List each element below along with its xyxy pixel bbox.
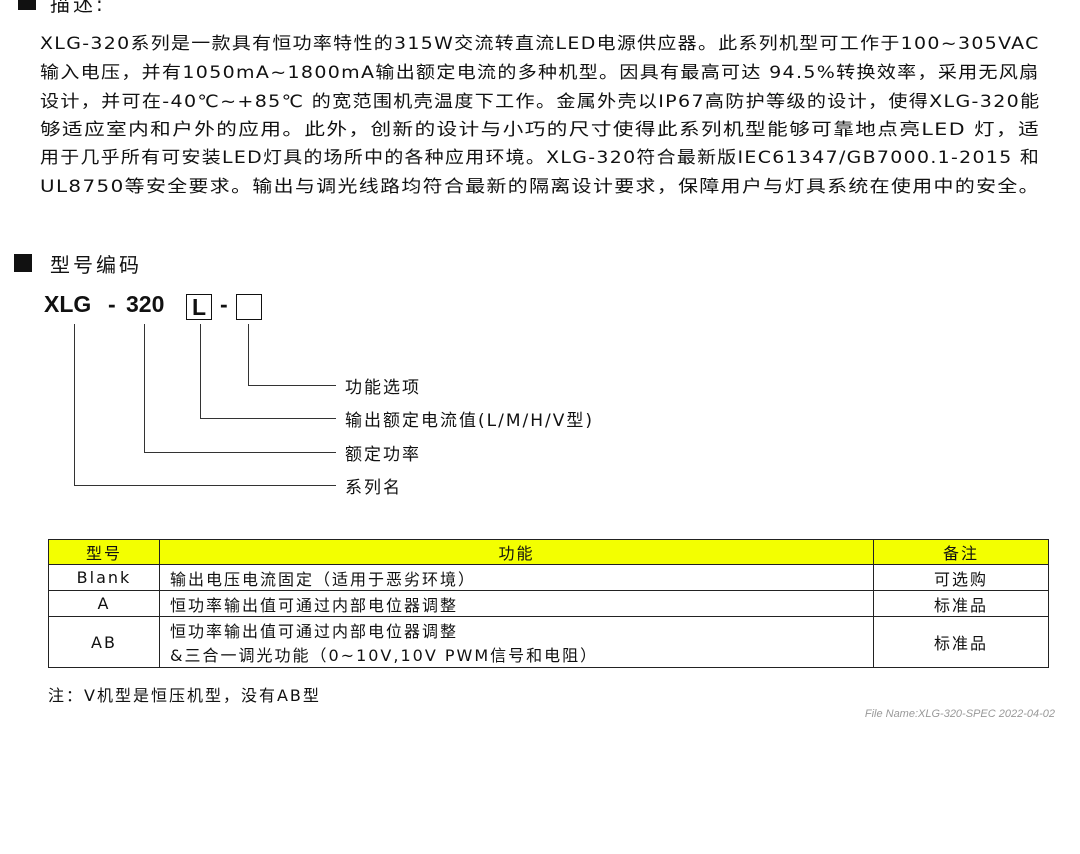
model-code-heading: 型号编码 bbox=[50, 253, 142, 277]
leader-line bbox=[248, 324, 249, 385]
header-note: 备注 bbox=[873, 539, 1049, 565]
current-code-box: L bbox=[186, 294, 212, 320]
leader-line bbox=[144, 452, 336, 453]
leader-line bbox=[74, 485, 336, 486]
label-series-name: 系列名 bbox=[345, 478, 402, 498]
leader-line bbox=[200, 418, 336, 419]
table-header-row: 型号 功能 备注 bbox=[48, 539, 1049, 565]
cell-function: 输出电压电流固定（适用于恶劣环境） bbox=[159, 564, 874, 591]
cell-note: 标准品 bbox=[873, 616, 1049, 668]
option-code-box bbox=[236, 294, 262, 320]
footnote: 注：V机型是恒压机型，没有AB型 bbox=[48, 686, 321, 705]
section-bullet bbox=[14, 254, 32, 272]
series-code: XLG bbox=[44, 291, 92, 317]
table-row: A 恒功率输出值可通过内部电位器调整 标准品 bbox=[48, 590, 1049, 617]
power-code: 320 bbox=[126, 291, 165, 317]
cell-note: 可选购 bbox=[873, 564, 1049, 591]
dash: - bbox=[220, 291, 228, 317]
leader-line bbox=[248, 385, 336, 386]
cell-model: A bbox=[48, 590, 160, 617]
function-line: &三合一调光功能（0~10V,10V PWM信号和电阻） bbox=[170, 646, 599, 665]
label-function-option: 功能选项 bbox=[345, 378, 421, 398]
leader-line bbox=[144, 324, 145, 452]
header-function: 功能 bbox=[159, 539, 874, 565]
section-bullet bbox=[18, 0, 36, 10]
file-name: File Name:XLG-320-SPEC 2022-04-02 bbox=[864, 708, 1055, 720]
model-function-table: 型号 功能 备注 Blank 输出电压电流固定（适用于恶劣环境） 可选购 A 恒… bbox=[48, 539, 1049, 668]
paragraph-line: UL8750等安全要求。输出与调光线路均符合最新的隔离设计要求，保障用户与灯具系… bbox=[40, 177, 1040, 197]
cell-function: 恒功率输出值可通过内部电位器调整 bbox=[159, 590, 874, 617]
description-heading: 描述: bbox=[50, 0, 106, 16]
table-row: AB 恒功率输出值可通过内部电位器调整&三合一调光功能（0~10V,10V PW… bbox=[48, 616, 1049, 668]
paragraph-line: XLG-320系列是一款具有恒功率特性的315W交流转直流LED电源供应器。此系… bbox=[40, 34, 1040, 54]
label-rated-power: 额定功率 bbox=[345, 445, 421, 465]
paragraph-line: 用于几乎所有可安装LED灯具的场所中的各种应用环境。XLG-320符合最新版IE… bbox=[40, 148, 1041, 168]
label-rated-current: 输出额定电流值(L/M/H/V型) bbox=[345, 411, 594, 431]
leader-line bbox=[200, 324, 201, 418]
paragraph-line: 设计，并可在-40℃~+85℃ 的宽范围机壳温度下工作。金属外壳以IP67高防护… bbox=[40, 92, 1041, 112]
dash: - bbox=[108, 291, 116, 317]
leader-line bbox=[74, 324, 75, 485]
cell-model: AB bbox=[48, 616, 160, 668]
cell-function: 恒功率输出值可通过内部电位器调整&三合一调光功能（0~10V,10V PWM信号… bbox=[159, 616, 874, 668]
function-line: 恒功率输出值可通过内部电位器调整 bbox=[170, 622, 459, 641]
cell-model: Blank bbox=[48, 564, 160, 591]
header-model: 型号 bbox=[48, 539, 160, 565]
cell-note: 标准品 bbox=[873, 590, 1049, 617]
paragraph-line: 输入电压，并有1050mA~1800mA输出额定电流的多种机型。因具有最高可达 … bbox=[40, 63, 1040, 83]
paragraph-line: 够适应室内和户外的应用。此外，创新的设计与小巧的尺寸使得此系列机型能够可靠地点亮… bbox=[40, 120, 1041, 140]
table-row: Blank 输出电压电流固定（适用于恶劣环境） 可选购 bbox=[48, 564, 1049, 591]
